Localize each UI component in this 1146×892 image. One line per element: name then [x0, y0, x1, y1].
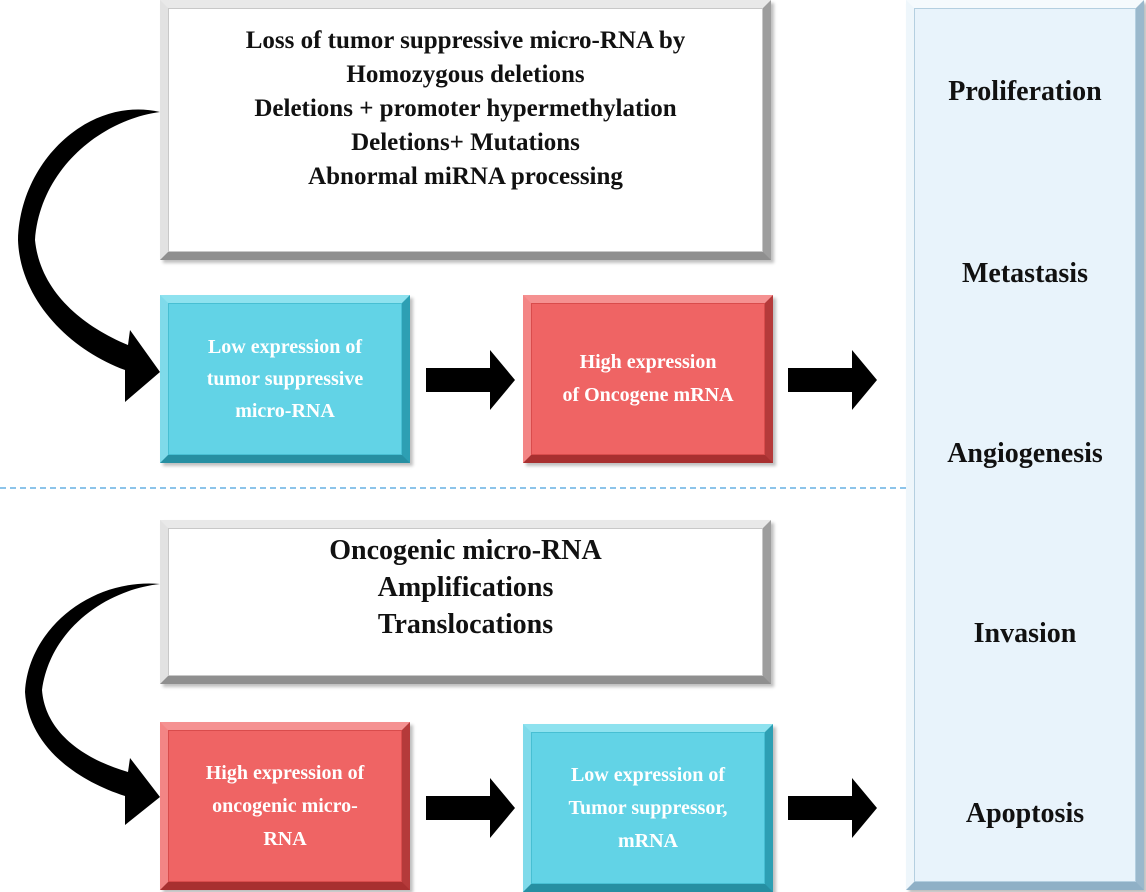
top-cause-line: Loss of tumor suppressive micro-RNA by	[245, 27, 686, 54]
bottom-cause-box: Oncogenic micro-RNA Amplifications Trans…	[160, 520, 771, 684]
arrow-right-icon	[426, 350, 515, 410]
bottom-cause-line: Oncogenic micro-RNA	[329, 534, 602, 566]
bottom-cause-line: Translocations	[377, 608, 554, 640]
top-cause-line: Deletions + promoter hypermethylation	[254, 95, 677, 122]
bottom-cause-line: Amplifications	[377, 571, 554, 603]
low-tumor-suppressor-mrna-box: Low expression of Tumor suppressor, mRNA	[523, 724, 773, 892]
outcome-apoptosis: Apoptosis	[965, 798, 1085, 829]
top-cause-line: Homozygous deletions	[346, 61, 585, 88]
curved-arrow-top	[18, 109, 160, 403]
box-label-line: Low expression of	[207, 336, 363, 358]
outcome-metastasis: Metastasis	[962, 258, 1088, 289]
high-oncogene-mrna-box: High expression of Oncogene mRNA	[523, 295, 773, 463]
box-label-line: mRNA	[618, 829, 678, 852]
box-label-line: oncogenic micro-	[212, 794, 358, 817]
box-label-line: tumor suppressive	[206, 368, 364, 390]
box-label-line: RNA	[263, 827, 307, 850]
top-cause-line: Abnormal miRNA processing	[308, 163, 623, 190]
arrow-right-icon	[788, 778, 877, 838]
low-tumor-suppressive-mirna-box: Low expression of tumor suppressive micr…	[160, 295, 410, 463]
outcome-proliferation: Proliferation	[948, 76, 1102, 107]
section-divider	[0, 487, 906, 489]
box-label-line: Low expression of	[570, 763, 726, 786]
box-label-line: Tumor suppressor,	[568, 796, 728, 819]
outcome-angiogenesis: Angiogenesis	[947, 438, 1103, 469]
box-label-line: High expression	[579, 351, 717, 373]
box-label-line: of Oncogene mRNA	[562, 384, 734, 406]
curved-arrow-bottom	[25, 583, 160, 825]
arrow-right-icon	[788, 350, 877, 410]
top-cause-line: Deletions+ Mutations	[351, 129, 580, 156]
box-label-line: micro-RNA	[235, 400, 335, 422]
top-cause-box: Loss of tumor suppressive micro-RNA by H…	[160, 0, 771, 260]
high-oncogenic-mirna-box: High expression of oncogenic micro- RNA	[160, 722, 410, 890]
box-label-line: High expression of	[205, 761, 365, 784]
arrow-right-icon	[426, 778, 515, 838]
outcome-invasion: Invasion	[973, 618, 1077, 649]
outcomes-panel: Proliferation Metastasis Angiogenesis In…	[906, 0, 1144, 890]
